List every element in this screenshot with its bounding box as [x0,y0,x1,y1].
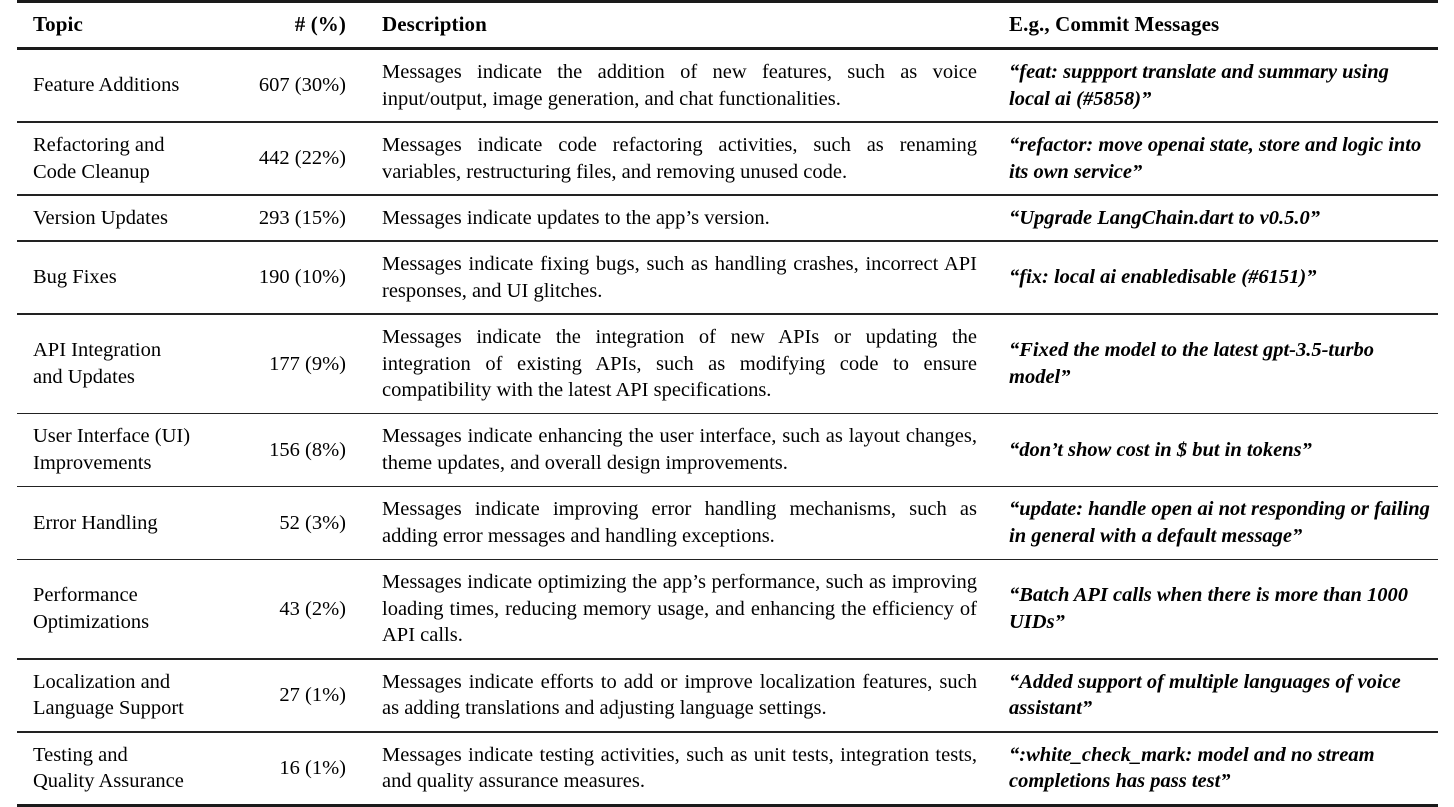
header-rule-row [17,47,1438,50]
row-rule [17,313,1438,315]
table-row: Testing and Quality Assurance 16 (1%) Me… [17,733,1438,804]
table-row: API Integration and Updates 177 (9%) Mes… [17,315,1438,413]
cell-description: Messages indicate testing activities, su… [382,743,977,793]
column-header-count: # (%) [294,12,346,36]
cell-topic: Performance Optimizations [33,584,150,634]
row-rule [17,194,1438,196]
cell-count: 607 (30%) [258,74,346,97]
row-rule [17,558,1438,561]
top-rule-row [17,0,1438,3]
table-row: Feature Additions 607 (30%) Messages ind… [17,50,1438,121]
cell-example: “:white_check_mark: model and no stream … [1009,743,1375,793]
cell-example: “update: handle open ai not responding o… [1009,498,1430,547]
table-row: Version Updates 293 (15%) Messages indic… [17,196,1438,241]
cell-topic: API Integration and Updates [33,339,162,388]
cell-description: Messages indicate fixing bugs, such as h… [382,252,977,302]
row-divider-cell [17,658,1438,660]
row-divider-cell [17,240,1438,242]
cell-example: “Added support of multiple languages of … [1009,670,1401,720]
cell-topic: Feature Additions [33,74,180,97]
header-rule [17,47,1438,50]
bottom-rule-cell [17,803,1438,807]
cell-topic: User Interface (UI) Improvements [33,425,191,475]
cell-description: Messages indicate updates to the app’s v… [382,206,770,229]
top-rule [17,0,1438,3]
cell-description: Messages indicate improving error handli… [382,498,977,547]
row-divider [17,558,1438,561]
table-row: Performance Optimizations 43 (2%) Messag… [17,560,1438,658]
row-rule [17,485,1438,488]
cell-example: “don’t show cost in $ but in tokens” [1009,438,1312,461]
row-divider [17,658,1438,660]
row-divider-cell [17,194,1438,196]
row-rule [17,658,1438,660]
table-container: Topic # (%) Description E.g., Commit Mes… [17,0,1438,807]
table-row: Bug Fixes 190 (10%) Messages indicate fi… [17,242,1438,313]
cell-count: 177 (9%) [269,352,346,375]
row-divider [17,485,1438,488]
cell-count: 43 (2%) [279,597,346,620]
cell-topic: Error Handling [33,511,158,534]
row-divider [17,412,1438,415]
cell-topic: Bug Fixes [33,266,117,289]
cell-example: “fix: local ai enabledisable (#6151)” [1009,266,1317,289]
cell-description: Messages indicate optimizing the app’s p… [382,571,977,647]
column-header-example: E.g., Commit Messages [1009,12,1220,36]
cell-example: “Upgrade LangChain.dart to v0.5.0” [1009,206,1320,229]
cell-description: Messages indicate code refactoring activ… [382,133,977,183]
cell-topic: Testing and Quality Assurance [33,743,184,793]
table-row: Localization and Language Support 27 (1%… [17,660,1438,731]
cell-count: 27 (1%) [279,683,346,706]
cell-count: 52 (3%) [279,511,346,534]
cell-description: Messages indicate the integration of new… [382,325,977,402]
bottom-rule [17,803,1438,807]
table-row: Error Handling 52 (3%) Messages indicate… [17,487,1438,558]
column-header-topic: Topic [33,12,83,36]
row-divider [17,121,1438,123]
row-divider-cell [17,558,1438,561]
header-row: Topic # (%) Description E.g., Commit Mes… [17,3,1438,47]
cell-example: “refactor: move openai state, store and … [1009,133,1422,183]
table-row: User Interface (UI) Improvements 156 (8%… [17,414,1438,485]
row-rule [17,412,1438,415]
row-divider [17,240,1438,242]
cell-description: Messages indicate enhancing the user int… [382,425,977,475]
cell-description: Messages indicate efforts to add or impr… [382,670,977,720]
cell-topic: Version Updates [33,206,168,229]
cell-example: “feat: suppport translate and summary us… [1009,61,1389,110]
row-divider-cell [17,412,1438,415]
topic-summary-table: Topic # (%) Description E.g., Commit Mes… [17,0,1438,807]
table-body: Feature Additions 607 (30%) Messages ind… [17,50,1438,807]
cell-count: 16 (1%) [279,756,346,779]
row-divider-cell [17,313,1438,315]
row-divider [17,313,1438,315]
row-divider-cell [17,121,1438,123]
cell-count: 190 (10%) [258,266,346,289]
cell-count: 156 (8%) [269,438,346,461]
cell-count: 293 (15%) [258,206,346,229]
cell-topic: Localization and Language Support [33,670,184,720]
cell-count: 442 (22%) [258,147,346,170]
row-rule [17,121,1438,123]
bottom-rule-row [17,803,1438,807]
row-rule [17,240,1438,242]
cell-description: Messages indicate the addition of new fe… [382,61,977,110]
table-header: Topic # (%) Description E.g., Commit Mes… [17,0,1438,50]
cell-example: “Batch API calls when there is more than… [1009,584,1409,634]
header-rule-cell [17,47,1438,50]
cell-topic: Refactoring and Code Cleanup [33,133,165,183]
cell-example: “Fixed the model to the latest gpt-3.5-t… [1009,339,1375,388]
top-rule-cell [17,0,1438,3]
table-row: Refactoring and Code Cleanup 442 (22%) M… [17,123,1438,194]
row-divider [17,194,1438,196]
row-divider-cell [17,485,1438,488]
column-header-description: Description [382,12,487,36]
